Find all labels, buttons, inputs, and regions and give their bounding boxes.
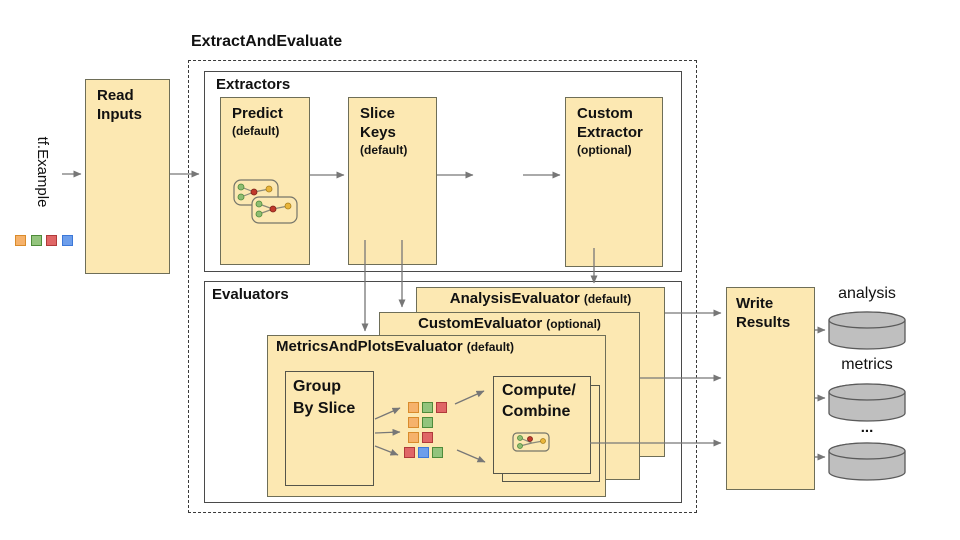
green-square: [30, 235, 42, 246]
slice-row-1: [408, 402, 447, 413]
other-database-icon: [828, 442, 906, 481]
metrics-output-label: metrics: [841, 356, 893, 373]
write-results-box: Write Results: [726, 287, 815, 490]
metrics-and-plots-evaluator-qualifier: (default): [466, 340, 515, 354]
green-square: [432, 447, 443, 458]
tf-example-legend: [15, 235, 73, 246]
analysis-evaluator-name: AnalysisEvaluator: [449, 290, 580, 307]
custom-evaluator-name: CustomEvaluator: [418, 315, 543, 332]
compute-combine-label-line2: Combine: [502, 403, 571, 420]
slice-row-4: [404, 447, 443, 458]
predict-label: Predict: [232, 105, 283, 122]
write-results-label-line1: Write: [736, 295, 774, 312]
read-inputs-label-line2: Inputs: [97, 105, 142, 123]
custom-evaluator-title: CustomEvaluator(optional): [380, 315, 639, 332]
predict-qualifier: (default): [232, 123, 280, 138]
compute-combine-box: Compute/ Combine: [493, 376, 591, 474]
red-square: [422, 432, 433, 443]
slice-keys-label-line2: Keys: [360, 123, 396, 141]
slice-keys-label-line1: Slice: [360, 105, 396, 122]
orange-square: [408, 417, 419, 428]
tf-example-label: tf.Example: [34, 136, 51, 208]
analysis-evaluator-title: AnalysisEvaluator(default): [417, 290, 664, 307]
green-square: [422, 417, 433, 428]
group-by-slice-label-line1: Group: [293, 378, 341, 395]
slice-keys-qualifier: (default): [360, 142, 408, 157]
diagram-title: ExtractAndEvaluate: [191, 33, 343, 50]
slice-row-2: [408, 417, 433, 428]
extract-and-evaluate-container: [188, 60, 697, 513]
orange-square: [15, 235, 26, 246]
analysis-database-icon: [828, 311, 906, 350]
red-square: [46, 235, 57, 246]
custom-extractor-label-line2: Extractor: [577, 123, 643, 141]
read-inputs-label-line1: Read: [97, 87, 134, 104]
metrics-and-plots-evaluator-title: MetricsAndPlotsEvaluator(default): [268, 338, 605, 355]
write-results-label-line2: Results: [736, 313, 791, 331]
blue-square: [61, 235, 73, 246]
metrics-and-plots-evaluator-box: MetricsAndPlotsEvaluator(default) Group …: [267, 335, 606, 497]
orange-square: [408, 402, 419, 413]
analysis-output-label: analysis: [838, 285, 896, 302]
red-square: [436, 402, 447, 413]
orange-square: [408, 432, 419, 443]
metrics-and-plots-evaluator-name: MetricsAndPlotsEvaluator: [276, 338, 463, 355]
read-inputs-box: Read Inputs: [85, 79, 170, 274]
custom-extractor-label-line1: Custom: [577, 105, 633, 122]
custom-evaluator-qualifier: (optional): [546, 317, 601, 331]
evaluators-label: Evaluators: [212, 286, 289, 303]
group-by-slice-box: Group By Slice: [285, 371, 374, 486]
outputs-ellipsis: ...: [860, 419, 874, 436]
analysis-evaluator-qualifier: (default): [583, 292, 632, 306]
slice-row-3: [408, 432, 433, 443]
group-by-slice-label-line2: By Slice: [293, 400, 356, 417]
custom-extractor-box: Custom Extractor (optional): [565, 97, 663, 267]
custom-extractor-qualifier: (optional): [577, 142, 632, 157]
red-square: [404, 447, 415, 458]
predict-extractor-box: Predict (default): [220, 97, 310, 265]
blue-square: [418, 447, 429, 458]
extractors-label: Extractors: [216, 76, 291, 93]
metrics-database-icon: [828, 383, 906, 422]
compute-combine-label-line1: Compute/: [502, 382, 576, 399]
green-square: [422, 402, 433, 413]
slice-keys-extractor-box: Slice Keys (default): [348, 97, 437, 265]
